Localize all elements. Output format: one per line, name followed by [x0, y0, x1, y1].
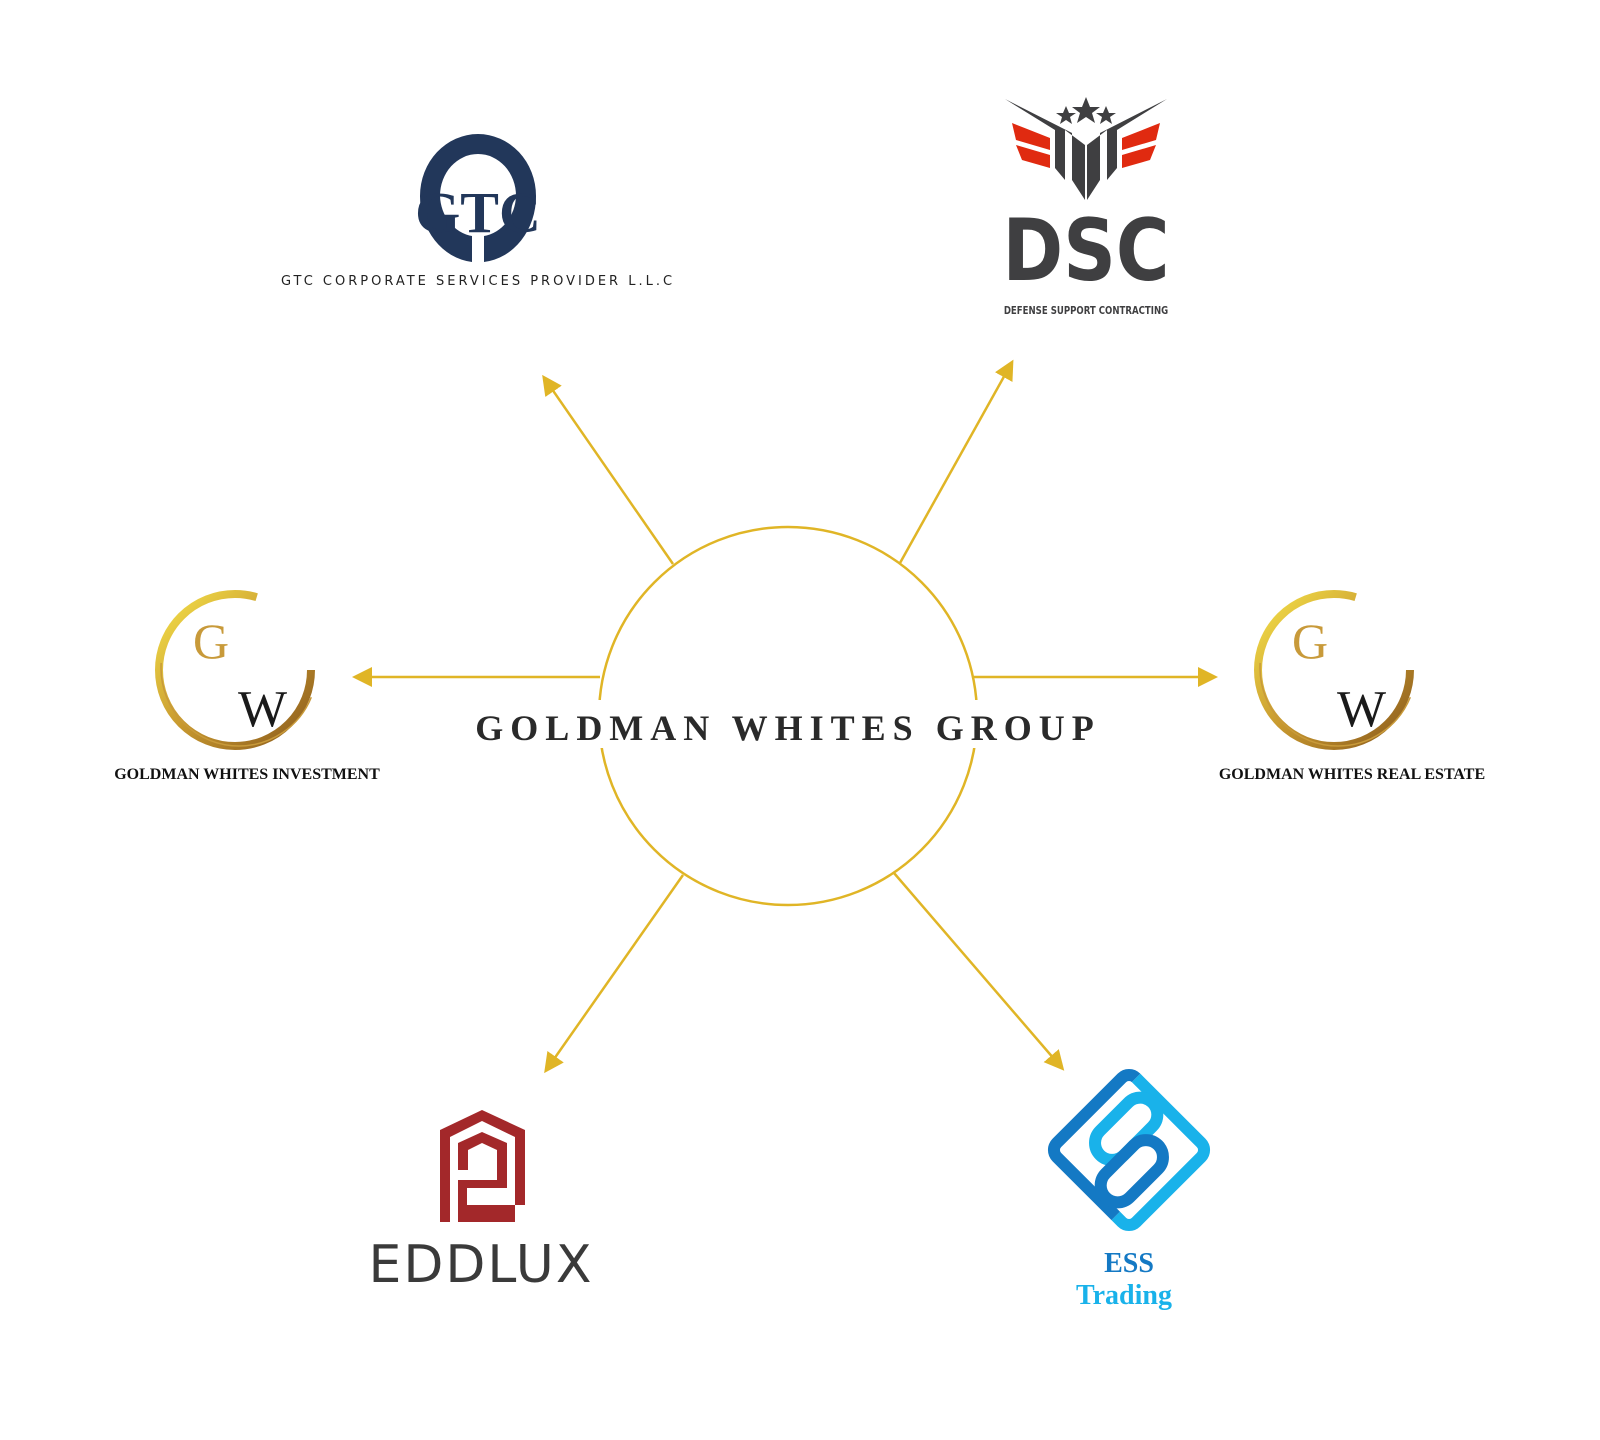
ess-logo — [1047, 1068, 1211, 1232]
wing-left — [1005, 99, 1085, 200]
gtc-name: GTC CORPORATE SERVICES PROVIDER L.L.C — [281, 274, 675, 289]
star-icon — [1072, 97, 1100, 123]
gtc-monogram: GTC — [415, 180, 541, 245]
gw-g-letter: G — [193, 613, 229, 669]
center-label: GOLDMAN WHITES GROUP — [475, 700, 1100, 748]
arrow-to-ess — [893, 872, 1065, 1071]
gw-g-letter: G — [1292, 613, 1328, 669]
gw-w-letter: W — [1337, 681, 1386, 738]
house-icon — [440, 1110, 525, 1222]
star-icon — [1096, 106, 1116, 124]
gw-investment-name: GOLDMAN WHITES INVESTMENT — [114, 766, 380, 783]
gw-real-estate-name: GOLDMAN WHITES REAL ESTATE — [1219, 766, 1485, 783]
center-title: GOLDMAN WHITES GROUP — [475, 708, 1100, 748]
gw-investment-logo: G W GOLDMAN WHITES INVESTMENT — [114, 589, 380, 783]
wing-right — [1087, 99, 1167, 200]
eddlux-name: EDDLUX — [368, 1235, 593, 1295]
gw-w-letter: W — [238, 681, 287, 738]
arrow-to-dsc — [898, 359, 1014, 564]
ess-name: ESS — [1104, 1248, 1154, 1279]
eddlux-logo: EDDLUX — [368, 1110, 593, 1295]
arrow-to-eddlux — [544, 874, 685, 1074]
dsc-name: DEFENSE SUPPORT CONTRACTING — [1004, 305, 1168, 317]
gw-real-estate-logo: G W GOLDMAN WHITES REAL ESTATE — [1219, 589, 1485, 783]
gtc-logo: GTC GTC CORPORATE SERVICES PROVIDER L.L.… — [281, 134, 675, 289]
dsc-logo: DSC DEFENSE SUPPORT CONTRACTING — [1003, 97, 1170, 317]
arrow-to-gtc — [542, 374, 675, 565]
star-icon — [1056, 106, 1076, 124]
dsc-monogram: DSC — [1003, 200, 1170, 300]
ess-subname: Trading — [1076, 1280, 1172, 1311]
